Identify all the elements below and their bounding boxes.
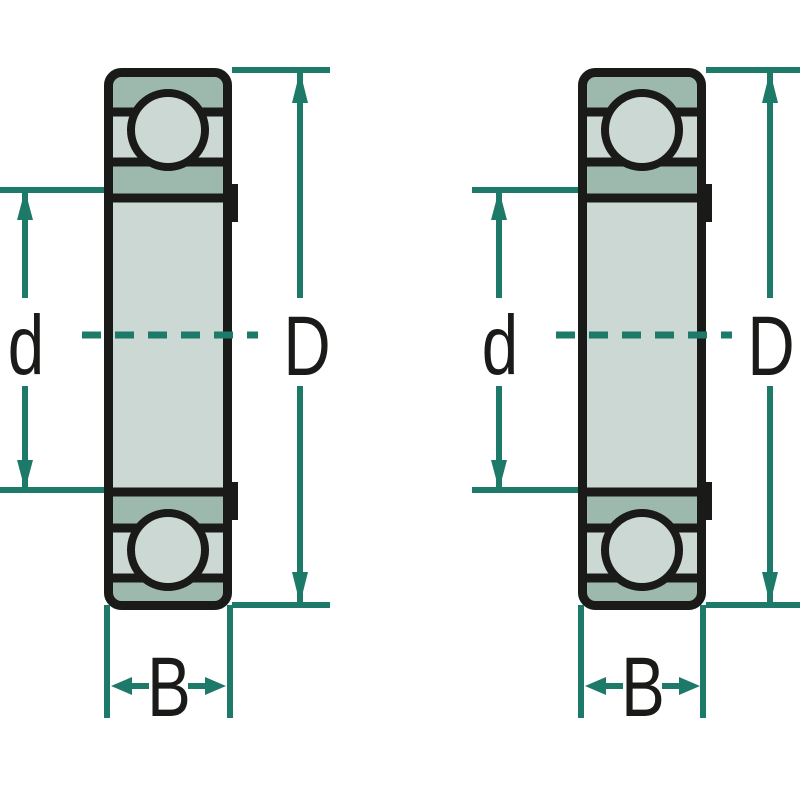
arrow-down-icon [292,572,308,604]
label-width-right: B [621,640,665,734]
arrow-right-icon [679,677,700,695]
arrow-up-icon [762,71,778,103]
label-bore-diameter-right: d [482,298,518,392]
arrow-down-icon [17,460,33,490]
label-outer-diameter-left: D [283,299,330,393]
label-mask [474,298,524,386]
bearing-right [578,68,712,610]
label-width-left: B [147,640,191,734]
arrow-up-icon [292,71,308,103]
arrow-left-icon [585,677,606,695]
arrow-up-icon [491,190,507,220]
bearing-left [104,68,238,610]
arrow-down-icon [491,460,507,490]
arrow-up-icon [17,190,33,220]
label-bore-diameter-left: d [8,298,44,392]
arrow-left-icon [111,677,132,695]
dimensions-right: d D B [472,67,800,734]
arrow-right-icon [205,677,226,695]
label-mask [276,298,334,386]
dimensions-left: d D B [0,67,334,734]
label-mask [0,298,50,386]
label-outer-diameter-right: D [747,299,794,393]
label-mask [742,298,800,386]
arrow-down-icon [762,572,778,604]
